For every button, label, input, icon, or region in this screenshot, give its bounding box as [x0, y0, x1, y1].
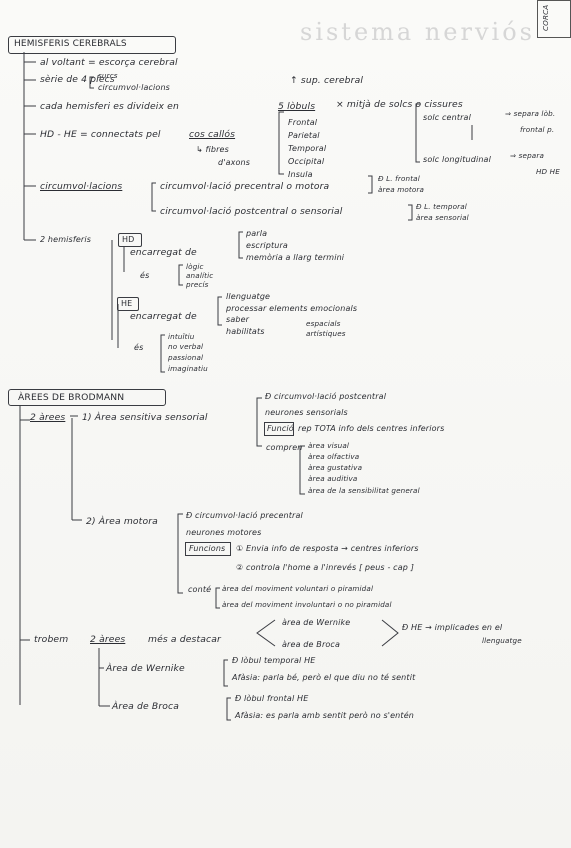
note-item: frontal p. [520, 125, 555, 134]
note-item: surcs [98, 71, 118, 80]
note-item: solc longitudinal [423, 155, 491, 164]
note-item: intuïtiu [168, 332, 195, 341]
note-item: llenguatge [226, 292, 271, 301]
note-item: Afàsia: parla bé, però el que diu no té … [232, 673, 416, 682]
note-item: 2) Àrea motora [86, 516, 158, 527]
note-item: àrea del moviment voluntari o piramidal [222, 584, 374, 593]
note-item: circumvol·lació postcentral o sensorial [160, 206, 343, 217]
lobe-item: Frontal [288, 118, 318, 127]
hd-label: HD [122, 235, 135, 244]
note-item: circumvol·lacions [98, 83, 170, 92]
area-item: àrea olfactiva [308, 452, 360, 461]
note-item: Funció [267, 424, 294, 433]
note-item: imaginatiu [168, 364, 208, 373]
note-item: saber [226, 315, 250, 324]
lobe-item: Insula [288, 170, 313, 179]
note-item: Ð lòbul temporal HE [232, 656, 316, 665]
note-item: àrea de Broca [282, 640, 341, 649]
hd-box [118, 233, 142, 247]
note-item: parla [246, 229, 268, 238]
note-item: Funcions [189, 544, 226, 553]
note-item: 1) Àrea sensitiva sensorial [82, 412, 208, 423]
note-item: HD HE [536, 167, 560, 176]
note-item: àrea del moviment involuntari o no piram… [222, 600, 392, 609]
note-item: neurones motores [186, 528, 262, 537]
note-item: no verbal [168, 342, 204, 351]
note-item: ↑ sup. cerebral [290, 75, 364, 86]
note-item: compren [266, 443, 303, 452]
note-line: al voltant = escorça cerebral [40, 57, 178, 68]
note-item: precís [186, 280, 209, 289]
note-item: memòria a llarg termini [246, 253, 345, 262]
area-item: àrea auditiva [308, 474, 358, 483]
note-item: Àrea de Wernike [106, 663, 185, 674]
note-item: analític [186, 271, 214, 280]
note-item: circumvol·lació precentral o motora [160, 181, 330, 192]
note-item: Ð L. temporal [416, 202, 467, 211]
note-item: solc central [423, 113, 471, 122]
note-item: 5 lòbuls [278, 101, 316, 112]
note-item: ⇒ separa [510, 151, 544, 160]
note-item: és [134, 343, 144, 352]
he-label: HE [121, 299, 133, 308]
note-item: passional [168, 353, 204, 362]
note-item: Àrea de Broca [112, 701, 180, 712]
page-header-ghost: sistema nerviós [300, 18, 535, 46]
note-item: rep TOTA info dels centres inferiors [298, 424, 445, 433]
note-item: Ð L. frontal [378, 174, 420, 183]
note-item: ② controla l'home a l'inrevés [ peus - c… [236, 563, 414, 572]
section-title-box [8, 389, 166, 406]
note-line: 2 hemisferis [40, 235, 92, 244]
note-item: àrea sensorial [416, 213, 469, 222]
note-item: artístiques [306, 329, 346, 338]
note-item: més a destacar [148, 634, 221, 645]
section-title-hemisferis: HEMISFERIS CEREBRALS [14, 39, 127, 49]
lobe-item: Temporal [288, 144, 327, 153]
note-item: × mitjà de solcs o cissures [336, 99, 463, 110]
note-item: Ð lòbul frontal HE [235, 694, 309, 703]
note-item: és [140, 271, 150, 280]
note-item: 2 àrees [90, 634, 126, 645]
note-line: 2 àrees [30, 412, 66, 423]
note-item: processar elements emocionals [226, 304, 358, 313]
note-item: conté [188, 585, 212, 594]
area-item: àrea gustativa [308, 463, 363, 472]
note-item: àrea de Wernike [282, 618, 351, 627]
area-item: àrea de la sensibilitat general [308, 486, 420, 495]
note-item: neurones sensorials [265, 408, 348, 417]
note-item: encarregat de [130, 247, 197, 258]
note-item: encarregat de [130, 311, 197, 322]
note-item: Ð HE → implicades en el [402, 623, 503, 632]
note-line: sèrie de 4 plecs [40, 74, 115, 85]
note-line: circumvol·lacions [40, 181, 123, 192]
section-title-box [8, 36, 176, 54]
note-item: àrea motora [378, 185, 425, 194]
note-item: Afàsia: es parla amb sentit però no s'en… [235, 711, 414, 720]
note-item: lògic [186, 262, 204, 271]
note-line: HD - HE = connectats pel [40, 129, 161, 140]
note-line: cada hemisferi es divideix en [40, 101, 179, 112]
note-item: ↳ fibres [196, 145, 229, 154]
lobe-item: Occipital [288, 157, 325, 166]
note-item: cos callós [189, 129, 236, 140]
he-box [117, 297, 139, 311]
note-item: llenguatge [482, 636, 522, 645]
note-item: escriptura [246, 241, 288, 250]
funcio-box [264, 422, 294, 436]
lobe-item: Parietal [288, 131, 320, 140]
note-item: espacials [306, 319, 341, 328]
note-item: habilitats [226, 327, 265, 336]
funcions-box [185, 542, 231, 556]
area-item: àrea visual [308, 441, 350, 450]
note-item: ① Envia info de resposta → centres infer… [236, 544, 419, 553]
note-item: Ð circumvol·lació postcentral [265, 392, 387, 401]
note-item: ⇒ separa lòb. [505, 109, 556, 118]
note-item: d'axons [218, 158, 251, 167]
note-line: trobem [34, 634, 69, 645]
note-item: Ð circumvol·lació precentral [186, 511, 303, 520]
section-title-brodmann: ÀREES DE BRODMANN [18, 392, 125, 403]
